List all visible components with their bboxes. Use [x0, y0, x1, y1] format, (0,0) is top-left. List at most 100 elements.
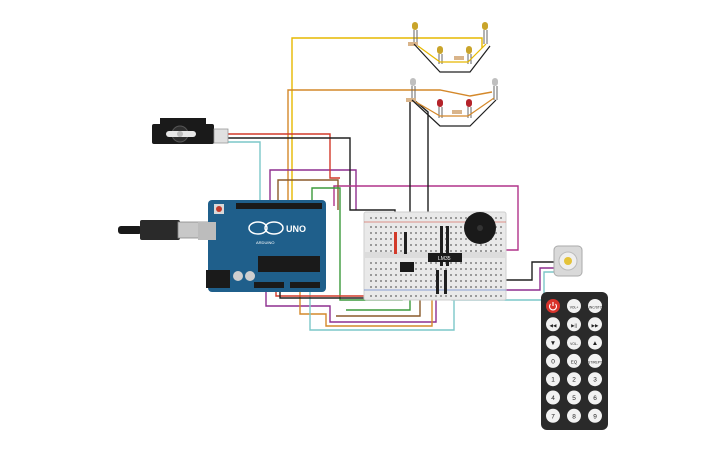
breadboard-hole: [390, 232, 392, 234]
breadboard-hole: [490, 262, 492, 264]
breadboard-hole: [460, 250, 462, 252]
breadboard-hole: [450, 262, 452, 264]
breadboard-hole: [445, 268, 447, 270]
breadboard-hole: [380, 238, 382, 240]
breadboard-hole: [400, 244, 402, 246]
breadboard-hole: [440, 217, 442, 219]
breadboard-hole: [405, 286, 407, 288]
remote-button[interactable]: FUNC/STOP: [586, 299, 606, 313]
breadboard-hole: [465, 280, 467, 282]
wire-black-led-2: [413, 99, 429, 215]
remote-button[interactable]: ▲: [588, 335, 602, 350]
breadboard-hole: [375, 232, 377, 234]
breadboard-hole: [465, 274, 467, 276]
breadboard-hole: [480, 250, 482, 252]
breadboard-hole: [375, 286, 377, 288]
breadboard-hole: [375, 280, 377, 282]
remote-button[interactable]: ▼: [546, 335, 560, 350]
breadboard-hole: [385, 280, 387, 282]
breadboard-hole: [370, 268, 372, 270]
breadboard-hole: [375, 244, 377, 246]
breadboard-hole: [495, 286, 497, 288]
analog-header: [290, 282, 320, 288]
breadboard-hole: [385, 295, 387, 297]
remote-button[interactable]: ▶||: [567, 317, 581, 332]
breadboard-hole: [415, 217, 417, 219]
breadboard-hole: [400, 295, 402, 297]
breadboard-hole: [480, 295, 482, 297]
breadboard-hole: [465, 286, 467, 288]
remote-button[interactable]: 5: [567, 390, 581, 405]
breadboard-hole: [420, 274, 422, 276]
breadboard-hole: [485, 280, 487, 282]
remote-button-label: 1: [551, 377, 555, 384]
breadboard-hole: [415, 244, 417, 246]
breadboard-hole: [440, 295, 442, 297]
led-bottom-ground: [411, 99, 497, 127]
breadboard-hole: [470, 280, 472, 282]
remote-button-label: ◀◀: [550, 323, 557, 328]
breadboard-hole: [380, 280, 382, 282]
remote-button[interactable]: VOL+: [567, 299, 581, 313]
breadboard-hole: [480, 268, 482, 270]
remote-button-label: ST/REPT: [588, 360, 602, 364]
breadboard-hole: [460, 238, 462, 240]
remote-button[interactable]: ST/REPT: [588, 353, 602, 368]
breadboard-hole: [415, 286, 417, 288]
breadboard-hole: [450, 295, 452, 297]
breadboard-hole: [425, 286, 427, 288]
resistor-3: [406, 98, 416, 102]
remote-button[interactable]: 2: [567, 372, 581, 387]
breadboard-hole: [390, 250, 392, 252]
remote-button[interactable]: EQ: [567, 353, 581, 368]
remote-button[interactable]: 8: [567, 408, 581, 423]
breadboard-hole: [470, 295, 472, 297]
remote-power-button[interactable]: [546, 299, 560, 313]
remote-button[interactable]: VOL-: [567, 335, 581, 350]
remote-button[interactable]: 4: [546, 390, 560, 405]
breadboard-hole: [420, 268, 422, 270]
breadboard-hole: [500, 295, 502, 297]
breadboard-hole: [480, 262, 482, 264]
breadboard-hole: [430, 226, 432, 228]
breadboard-hole: [375, 226, 377, 228]
breadboard-hole: [490, 274, 492, 276]
usb-cable: [118, 220, 211, 240]
breadboard-hole: [415, 226, 417, 228]
breadboard-hole: [385, 226, 387, 228]
breadboard-hole: [430, 232, 432, 234]
remote-button[interactable]: 3: [588, 372, 602, 387]
breadboard-hole: [415, 238, 417, 240]
arduino-logo: [248, 221, 284, 235]
breadboard-hole: [490, 286, 492, 288]
breadboard-hole: [415, 280, 417, 282]
breadboard-hole: [455, 232, 457, 234]
remote-button[interactable]: 1: [546, 372, 560, 387]
breadboard-hole: [450, 226, 452, 228]
remote-button-label: VOL-: [570, 342, 578, 346]
remote-button-label: 9: [593, 413, 597, 420]
breadboard-hole: [410, 250, 412, 252]
breadboard-hole: [420, 262, 422, 264]
resistor-2: [454, 56, 464, 60]
remote-button[interactable]: 6: [588, 390, 602, 405]
breadboard-hole: [460, 217, 462, 219]
breadboard-hole: [405, 295, 407, 297]
breadboard-hole: [400, 274, 402, 276]
breadboard-hole: [500, 244, 502, 246]
remote-button[interactable]: 7: [546, 408, 560, 423]
breadboard-hole: [460, 268, 462, 270]
remote-button[interactable]: ◀◀: [546, 317, 560, 332]
breadboard-hole: [425, 268, 427, 270]
remote-button-label: FUNC/STOP: [586, 306, 606, 310]
breadboard-hole: [380, 295, 382, 297]
breadboard-hole: [420, 238, 422, 240]
breadboard-hole: [475, 262, 477, 264]
remote-button[interactable]: 0: [546, 353, 560, 368]
led-yellow-3: [437, 46, 443, 64]
breadboard-hole: [470, 274, 472, 276]
breadboard-hole: [470, 244, 472, 246]
breadboard-hole: [370, 244, 372, 246]
remote-button[interactable]: ▶▶: [588, 317, 602, 332]
remote-button[interactable]: 9: [588, 408, 602, 423]
